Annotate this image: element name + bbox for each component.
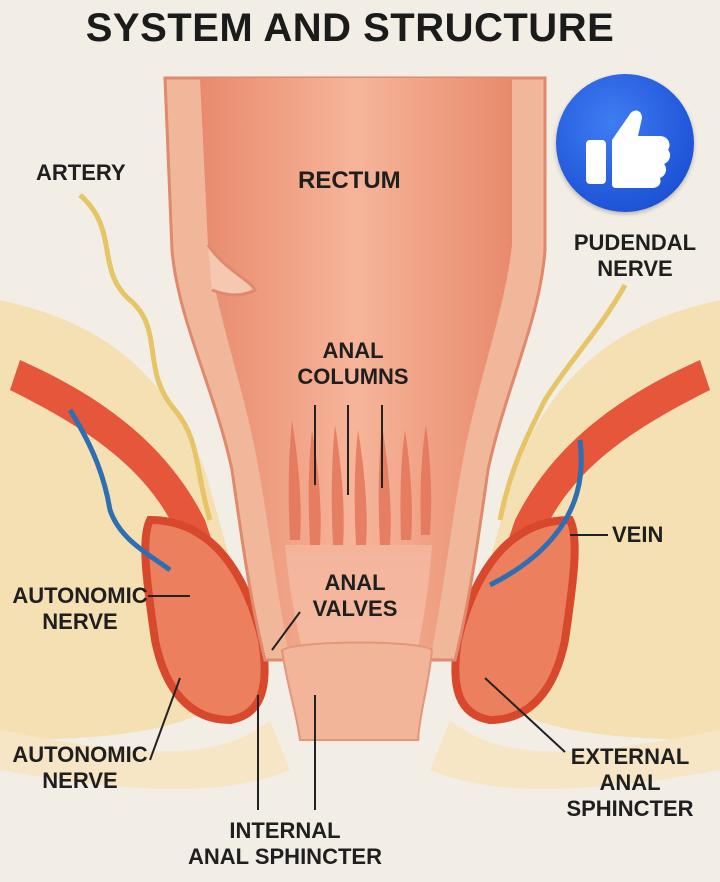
internal-sphincter-zone [280,641,434,741]
rectum-lumen [200,78,512,650]
label-external-anal-sphincter: EXTERNAL ANAL SPHINCTER [555,744,705,822]
pudendal-line2: NERVE [597,256,673,281]
artery-line [78,193,213,521]
label-vein: VEIN [612,522,664,547]
anal-columns-line1: ANAL [322,338,384,363]
autonomic-lower-line2: NERVE [42,768,118,793]
external-line3: SPHINCTER [566,796,694,821]
pudendal-line1: PUDENDAL [573,230,697,255]
autonomic-upper-line1: AUTONOMIC [12,583,148,608]
label-rectum: RECTUM [298,167,401,194]
leader-anal-valves [271,611,301,651]
anal-columns-line2: COLUMNS [297,364,409,389]
thumbs-up-icon [586,110,671,188]
label-anal-columns: ANAL COLUMNS [278,338,428,390]
autonomic-upper-line2: NERVE [42,609,118,634]
label-autonomic-nerve-upper: AUTONOMIC NERVE [10,583,150,635]
external-sphincter-left [141,515,269,725]
leader-external [484,677,566,753]
label-autonomic-nerve-lower: AUTONOMIC NERVE [10,742,150,794]
pudendal-nerve-line [497,283,628,521]
internal-line1: INTERNAL [229,818,341,843]
anal-valves-line2: VALVES [312,596,398,621]
rectal-fold [206,244,257,297]
internal-line2: ANAL SPHINCTER [188,844,382,869]
autonomic-lower-line1: AUTONOMIC [12,742,148,767]
external-sphincter-right [451,515,579,725]
leader-autonomic-lower [149,677,181,761]
vein-left [67,408,172,573]
label-artery: ARTERY [36,160,126,185]
label-pudendal-nerve: PUDENDAL NERVE [570,230,700,282]
vein-right [488,439,584,588]
thumbs-up-badge[interactable] [556,74,694,212]
label-anal-valves: ANAL VALVES [300,570,410,622]
skin-bottom-left [0,720,290,789]
external-line2: ANAL [599,770,661,795]
skin-bottom-right [430,720,720,789]
page-title: SYSTEM AND STRUCTURE [85,6,615,50]
anal-valves-line1: ANAL [324,570,386,595]
label-internal-anal-sphincter: INTERNAL ANAL SPHINCTER [160,818,410,870]
external-line1: EXTERNAL [570,744,690,769]
